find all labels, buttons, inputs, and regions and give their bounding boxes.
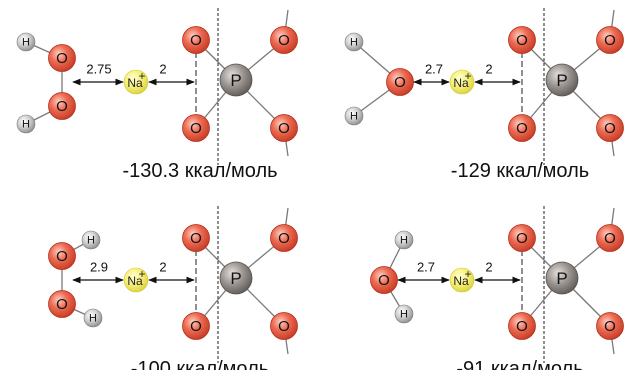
- oxygen-label: O: [190, 318, 202, 335]
- oxygen-label: O: [516, 32, 528, 49]
- oxygen-label: O: [190, 230, 202, 247]
- energy-caption: -129 ккал/моль: [451, 160, 589, 182]
- sodium-ion: [123, 69, 149, 95]
- oxygen-atom: [508, 224, 536, 252]
- sodium-charge: +: [464, 69, 471, 83]
- panel-bottom-left: O O P O O O O H H 2.9Na+2 -100 ккал/моль: [48, 206, 298, 370]
- phosphorus-label: P: [556, 71, 567, 90]
- oxygen-atom: [596, 312, 624, 340]
- water-sodium-distance: 2.9: [90, 260, 108, 275]
- water-sodium-distance: 2.7: [417, 260, 435, 275]
- sodium-label: Na: [127, 76, 143, 90]
- oxygen-atom: [270, 312, 298, 340]
- oxygen-atom: [182, 26, 210, 54]
- phosphorus-label: P: [556, 269, 567, 288]
- hydrogen-atom: [344, 32, 364, 52]
- hydrogen-atom: [394, 304, 414, 324]
- energy-caption: -130.3 ккал/моль: [122, 160, 277, 182]
- oxygen-label: O: [516, 318, 528, 335]
- sodium-phosphate-distance: 2: [159, 62, 166, 77]
- panel-top-right: O O P O O H H O 2.7Na+2 -129 ккал/моль: [344, 8, 624, 182]
- oxygen-label: O: [56, 296, 68, 313]
- hydrogen-atom: [16, 114, 36, 134]
- sodium-charge: +: [138, 267, 145, 281]
- sodium-charge: +: [464, 267, 471, 281]
- hydrogen-label: H: [22, 37, 30, 49]
- sodium-ion: [449, 267, 475, 293]
- oxygen-atom: [48, 44, 76, 72]
- oxygen-label: O: [604, 32, 616, 49]
- oxygen-atom: [596, 26, 624, 54]
- sodium-ion: [123, 267, 149, 293]
- sodium-phosphate-distance: 2: [485, 260, 492, 275]
- oxygen-atom: [270, 114, 298, 142]
- oxygen-atom: [508, 26, 536, 54]
- oxygen-atom: [596, 114, 624, 142]
- oxygen-label: O: [604, 318, 616, 335]
- panel-bottom-right: O O P O O H H O 2.7Na+2 -91 ккал/моль: [370, 206, 624, 370]
- oxygen-label: O: [278, 120, 290, 137]
- oxygen-label: O: [378, 272, 390, 289]
- hydrogen-label: H: [350, 37, 358, 49]
- oxygen-atom: [182, 312, 210, 340]
- water-sodium-distance: 2.75: [86, 62, 111, 77]
- sodium-label: Na: [127, 274, 143, 288]
- phosphorus-atom: [545, 261, 579, 295]
- phosphorus-label: P: [230, 269, 241, 288]
- energy-caption: -100 ккал/моль: [131, 358, 269, 370]
- oxygen-label: O: [278, 32, 290, 49]
- hydrogen-label: H: [22, 119, 30, 131]
- oxygen-atom: [182, 224, 210, 252]
- oxygen-label: O: [56, 50, 68, 67]
- oxygen-label: O: [56, 248, 68, 265]
- water-sodium-distance: 2.7: [425, 62, 443, 77]
- oxygen-label: O: [516, 120, 528, 137]
- oxygen-atom: [270, 224, 298, 252]
- sodium-label: Na: [453, 76, 469, 90]
- oxygen-label: O: [604, 230, 616, 247]
- oxygen-label: O: [190, 32, 202, 49]
- hydrogen-atom: [16, 32, 36, 52]
- oxygen-atom: [48, 290, 76, 318]
- oxygen-label: O: [190, 120, 202, 137]
- phosphorus-atom: [219, 261, 253, 295]
- oxygen-label: O: [278, 230, 290, 247]
- hydrogen-atom: [394, 230, 414, 250]
- phosphorus-label: P: [230, 71, 241, 90]
- hydrogen-label: H: [350, 111, 358, 123]
- hydrogen-atom: [344, 106, 364, 126]
- phosphorus-atom: [545, 63, 579, 97]
- oxygen-label: O: [394, 74, 406, 91]
- sodium-charge: +: [138, 69, 145, 83]
- oxygen-atom: [48, 242, 76, 270]
- hydrogen-label: H: [87, 235, 95, 247]
- oxygen-label: O: [516, 230, 528, 247]
- sodium-phosphate-distance: 2: [159, 260, 166, 275]
- oxygen-atom: [508, 312, 536, 340]
- sodium-label: Na: [453, 274, 469, 288]
- hydrogen-label: H: [89, 313, 97, 325]
- oxygen-label: O: [56, 98, 68, 115]
- oxygen-label: O: [278, 318, 290, 335]
- oxygen-atom: [48, 92, 76, 120]
- oxygen-atom: [270, 26, 298, 54]
- oxygen-atom: [596, 224, 624, 252]
- hydrogen-atom: [81, 230, 101, 250]
- hydrogen-label: H: [400, 235, 408, 247]
- oxygen-atom: [508, 114, 536, 142]
- hydrogen-label: H: [400, 309, 408, 321]
- hydrogen-atom: [83, 308, 103, 328]
- energy-caption: -91 ккал/моль: [456, 358, 583, 370]
- phosphorus-atom: [219, 63, 253, 97]
- sodium-ion: [449, 69, 475, 95]
- oxygen-atom: [182, 114, 210, 142]
- oxygen-label: O: [604, 120, 616, 137]
- sodium-phosphate-distance: 2: [485, 62, 492, 77]
